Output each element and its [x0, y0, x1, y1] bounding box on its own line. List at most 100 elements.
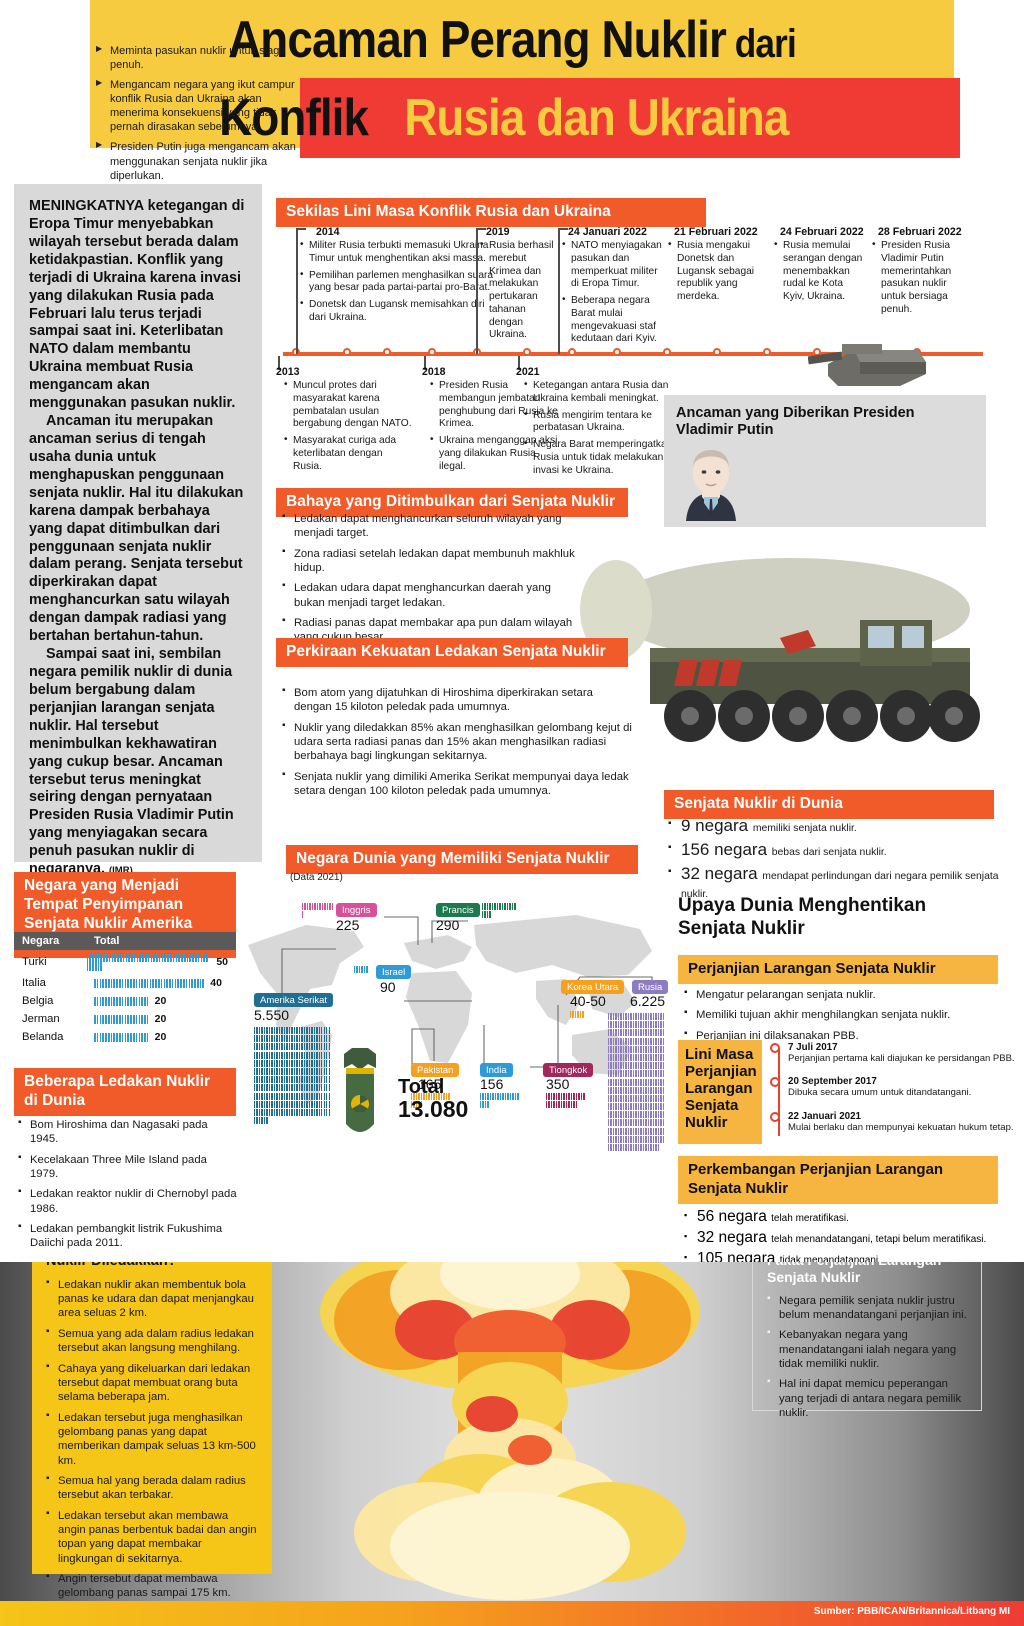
- map-dots-prancis: [482, 903, 518, 919]
- map-tag-prancis: Prancis: [436, 903, 480, 917]
- ledakan-item: Bom Hiroshima dan Nagasaki pada 1945.: [18, 1117, 238, 1147]
- timeline-year: 24 Januari 2022: [568, 226, 647, 238]
- intro-paragraph-2: Ancaman itu merupakan ancaman serius di …: [29, 413, 244, 645]
- timeline-stem-cap: [558, 228, 568, 230]
- fakta-list: Negara pemilik senjata nuklir justru bel…: [767, 1293, 967, 1421]
- timeline-entry-item: Rusia mengakui Donetsk dan Lugansk sebag…: [668, 239, 760, 304]
- storage-bar: [94, 996, 150, 1006]
- world-map-chart: Amerika Serikat 5.550 Inggris 225 Pranci…: [236, 885, 669, 1151]
- putin-threat-item: Meminta pasukan nuklir untuk siaga penuh…: [96, 44, 312, 72]
- lini-masa-marker-icon: [770, 1077, 780, 1088]
- total-label: Total: [398, 1076, 445, 1098]
- perjanjian-head: Perjanjian Larangan Senjata Nuklir: [678, 955, 998, 984]
- timeline-year: 2021: [516, 366, 540, 378]
- storage-total: 20: [154, 1031, 167, 1043]
- perkembangan-desc: telah menandatangani, tetapi belum merat…: [771, 1234, 987, 1245]
- map-value-pakistan: 165: [418, 1076, 442, 1092]
- timeline-entry-item: Masyarakat curiga ada keterlibatan denga…: [284, 434, 414, 473]
- storage-country: Italia: [22, 977, 46, 989]
- storage-country: Turki: [22, 956, 47, 968]
- ledakan-item: Ledakan reaktor nuklir di Chernobyl pada…: [18, 1186, 238, 1216]
- map-tag-amerika-serikat: Amerika Serikat: [254, 993, 334, 1007]
- title-word-perang-nuklir: Perang Nuklir: [439, 11, 727, 69]
- apa-terjadi-item: Cahaya yang dikeluarkan dari ledakan ter…: [46, 1360, 258, 1405]
- timeline-dot: [763, 348, 771, 356]
- lini-masa-date: 7 Juli 2017: [788, 1042, 838, 1053]
- timeline-stem: [296, 228, 298, 354]
- fakta-item: Kebanyakan negara yang menandatangani ia…: [767, 1327, 967, 1371]
- perkiraan-item: Senjata nuklir yang dimiliki Amerika Ser…: [282, 769, 632, 799]
- timeline-entry-item: Presiden Rusia Vladimir Putin memerintah…: [872, 239, 964, 317]
- senjata-dunia-count: 156 negara: [681, 840, 772, 859]
- perkembangan-head: Perkembangan Perjanjian Larangan Senjata…: [678, 1156, 998, 1204]
- apa-terjadi-item: Semua yang ada dalam radius ledakan ters…: [46, 1326, 258, 1356]
- ledakan-title: Beberapa Ledakan Nuklir di Dunia: [14, 1068, 236, 1116]
- bahaya-item: Ledakan udara dapat menghancurkan daerah…: [282, 580, 582, 610]
- storage-total: 50: [216, 956, 228, 968]
- apa-terjadi-item: Semua hal yang berada dalam radius terse…: [46, 1473, 258, 1503]
- timeline-entry-item: Rusia memulai serangan dengan menembakka…: [774, 239, 866, 304]
- map-tag-inggris: Inggris: [336, 903, 377, 917]
- timeline-dot: [523, 348, 531, 356]
- storage-bar: [94, 1014, 150, 1024]
- fakta-item: Negara pemilik senjata nuklir justru bel…: [767, 1293, 967, 1323]
- map-tag-korea-utara: Korea Utara: [561, 980, 625, 994]
- map-tag-rusia: Rusia: [632, 980, 669, 994]
- ledakan-item: Kecelakaan Three Mile Island pada 1979.: [18, 1152, 238, 1182]
- senjata-dunia-desc: bebas dari senjata nuklir.: [771, 847, 887, 858]
- senjata-dunia-list: 9 negara memiliki senjata nuklir.156 neg…: [668, 816, 1008, 906]
- storage-bar: [86, 953, 212, 971]
- apa-terjadi-list: Ledakan nuklir akan membentuk bola panas…: [46, 1277, 258, 1626]
- fakta-title: Fakta Perjanjian Larangan Senjata Nuklir: [767, 1262, 941, 1285]
- map-dots-amerika-serikat: [254, 1027, 332, 1125]
- title-line-1: Ancaman Perang Nuklir dari: [61, 14, 962, 66]
- map-tag-israel: Israel: [376, 965, 412, 979]
- timeline-stem-cap: [296, 228, 306, 230]
- map-dots-korea-utara: [570, 1011, 590, 1019]
- map-tag-pakistan: Pakistan: [411, 1063, 460, 1077]
- map-value-prancis: 290: [436, 917, 460, 933]
- map-tag-tiongkok: Tiongkok: [543, 1063, 594, 1077]
- timeline-entry-item: Militer Rusia terbukti memasuki Ukraina …: [300, 239, 500, 266]
- apa-terjadi-panel: Apa yang Terjadi jika Senjata Nuklir Dil…: [32, 1262, 272, 1626]
- timeline-entry-item: Muncul protes dari masyarakat karena pem…: [284, 379, 414, 431]
- timeline-entry-item: Presiden Rusia membangun jembatan penghu…: [430, 379, 558, 431]
- lini-masa-text: Dibuka secara umum untuk ditandatangani.: [788, 1087, 972, 1099]
- timeline-entry-list: Presiden Rusia membangun jembatan penghu…: [430, 379, 558, 477]
- putin-threat-item: Presiden Putin juga mengancam akan mengg…: [96, 140, 312, 182]
- lini-masa-text: Mulai berlaku dan mempunyai kekuatan huk…: [788, 1121, 1014, 1133]
- putin-threat-list: Meminta pasukan nuklir untuk siaga penuh…: [96, 44, 312, 189]
- apa-terjadi-item: Ledakan tersebut akan membawa angin pana…: [46, 1508, 258, 1566]
- bomb-icon: [344, 1048, 376, 1132]
- map-dots-israel: [354, 966, 374, 974]
- missile-launcher-illustration: [580, 558, 980, 742]
- timeline-stem: [518, 356, 520, 370]
- storage-country: Belanda: [22, 1031, 64, 1043]
- timeline-entry-list: Presiden Rusia Vladimir Putin memerintah…: [872, 239, 964, 321]
- source-bar: [0, 1601, 1024, 1626]
- lini-masa-marker-icon: [770, 1111, 780, 1122]
- table-row: Belanda 20: [14, 1028, 236, 1046]
- perkiraan-item: Nuklir yang diledakkan 85% akan menghasi…: [282, 720, 632, 764]
- timeline-stem: [476, 228, 478, 354]
- storage-col-total: Total: [94, 935, 120, 947]
- storage-table-header: Negara Total: [14, 932, 236, 950]
- lini-masa-text: Perjanjian pertama kali diajukan ke pers…: [788, 1053, 1015, 1064]
- senjata-dunia-item: 32 negara mendapat perlindungan dari neg…: [668, 864, 1008, 902]
- timeline-entry-list: NATO menyiagakan pasukan dan memperkuat …: [562, 239, 666, 350]
- storage-col-negara: Negara: [22, 935, 60, 947]
- table-row: Turki 50: [14, 950, 236, 974]
- senjata-dunia-count: 9 negara: [681, 816, 753, 835]
- apa-terjadi-item: Angin tersebut dapat membawa gelombang p…: [46, 1571, 258, 1601]
- perkembangan-desc: tidak menandatangani.: [779, 1255, 881, 1266]
